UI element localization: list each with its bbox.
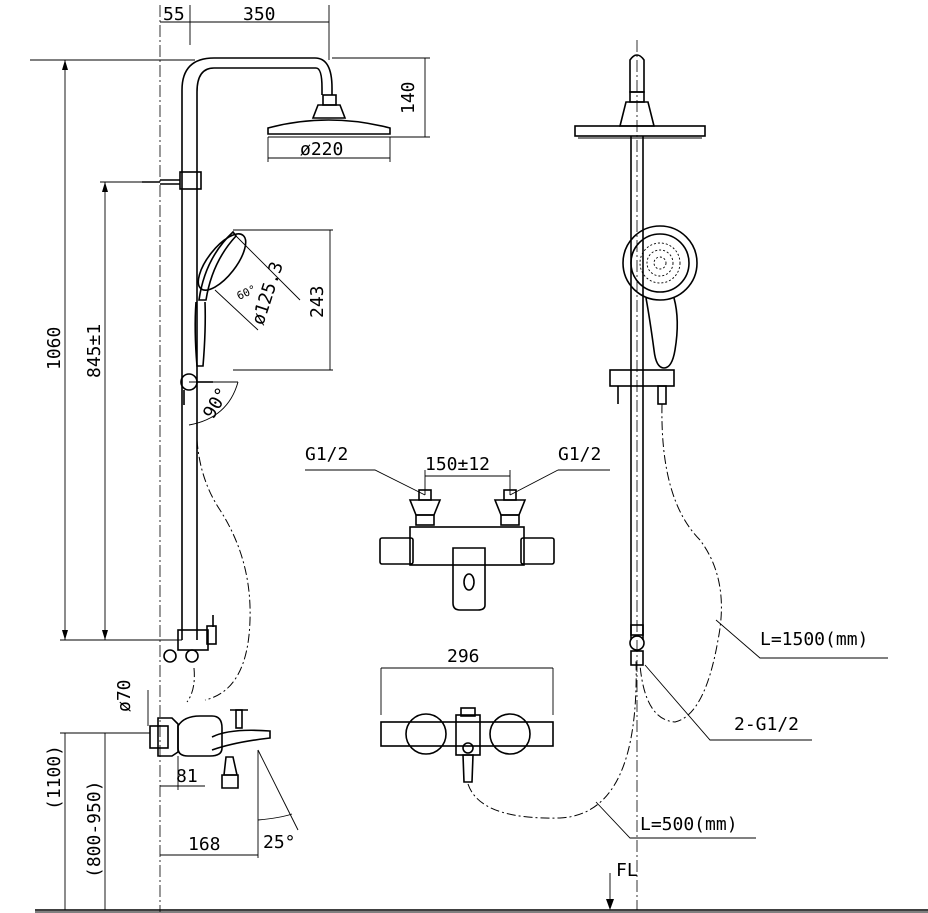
dim-150: 150±12 bbox=[425, 454, 490, 475]
dim-296: 296 bbox=[447, 646, 480, 667]
wall-and-floor bbox=[30, 5, 928, 913]
dim-1100: (1100) bbox=[44, 745, 65, 810]
label-2-g12: 2-G1/2 bbox=[734, 714, 799, 735]
label-g12-left: G1/2 bbox=[305, 444, 348, 465]
label-hose-500: L=500(mm) bbox=[640, 814, 738, 835]
dim-845: 845±1 bbox=[84, 324, 105, 378]
label-hose-1500: L=1500(mm) bbox=[760, 629, 868, 650]
mixer-front-bottom bbox=[380, 659, 637, 819]
label-floor-fl: FL bbox=[616, 860, 638, 881]
hand-shower-front bbox=[622, 225, 698, 369]
dim-243: 243 bbox=[307, 285, 328, 318]
front-view-shower bbox=[574, 40, 888, 910]
mixer-front-top bbox=[305, 469, 610, 611]
bath-mixer-side bbox=[149, 709, 271, 789]
dim-70: ø70 bbox=[114, 679, 135, 712]
dim-168: 168 bbox=[188, 834, 221, 855]
dim-55: 55 bbox=[163, 4, 185, 25]
dim-25-deg: 25° bbox=[263, 832, 296, 853]
dim-350: 350 bbox=[243, 4, 276, 25]
dim-1060: 1060 bbox=[44, 327, 65, 370]
dim-220: ø220 bbox=[300, 139, 343, 160]
dim-81: 81 bbox=[176, 766, 198, 787]
dim-800-950: (800-950) bbox=[84, 780, 105, 878]
dim-140: 140 bbox=[398, 81, 419, 114]
label-g12-right: G1/2 bbox=[558, 444, 601, 465]
side-view-shower bbox=[142, 57, 391, 789]
side-dimensions bbox=[60, 57, 430, 910]
dim-90-deg: 90° bbox=[199, 384, 233, 423]
